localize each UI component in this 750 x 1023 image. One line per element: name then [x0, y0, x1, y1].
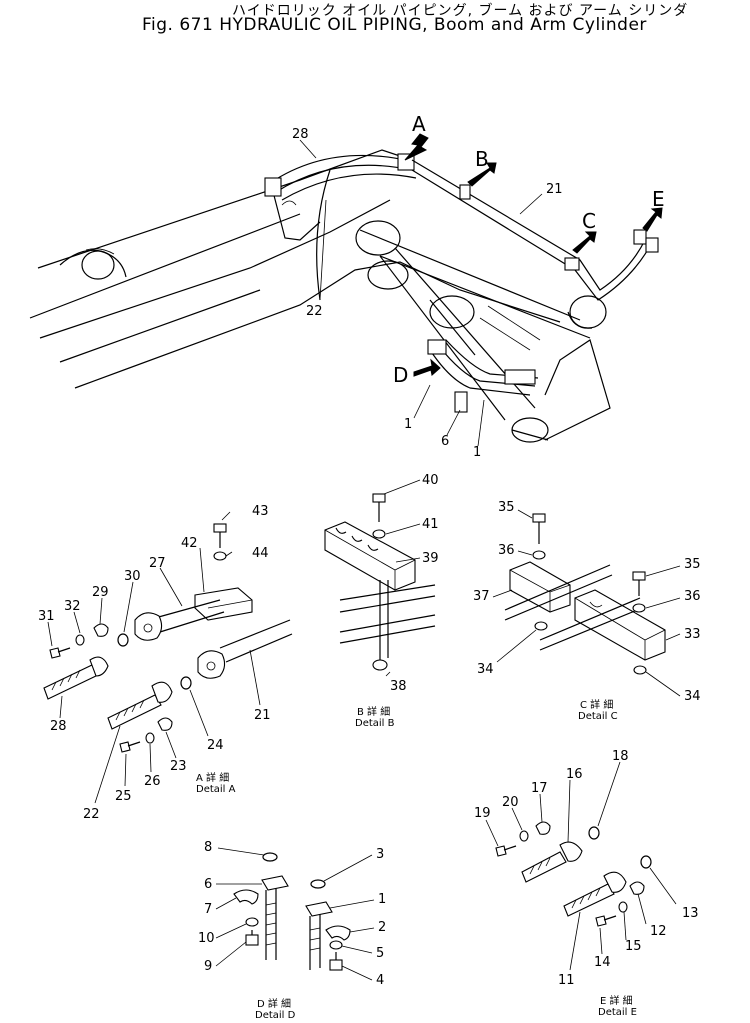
- figure-title: Fig. 671 HYDRAULIC OIL PIPING, Boom and …: [142, 15, 647, 35]
- detail-b-caption: Detail B: [355, 718, 395, 729]
- callout-12: 12: [650, 924, 667, 939]
- callout-17: 17: [531, 781, 548, 796]
- main-assembly: A B C D E 28 21 22 1 6 1: [29, 112, 665, 460]
- callout-3: 3: [376, 847, 384, 862]
- detail-d: 8 3 6 1 7 2 10 5 9 4 D 詳 細 Detail D: [198, 840, 386, 1021]
- callout-24: 24: [207, 738, 224, 753]
- callout-35-right: 35: [684, 557, 701, 572]
- callout-35-top: 35: [498, 500, 515, 515]
- pipe-22: [316, 169, 331, 301]
- callout-28-detail: 28: [50, 719, 67, 734]
- detail-c-caption: Detail C: [578, 711, 618, 722]
- callout-40: 40: [422, 473, 439, 488]
- detail-c-caption-jp: C 詳 細: [580, 698, 613, 711]
- detail-d-caption: Detail D: [255, 1010, 296, 1021]
- view-label-e: E: [652, 187, 665, 211]
- callout-34-left: 34: [477, 662, 494, 677]
- detail-b: 40 41 39 38 B 詳 細 Detail B: [324, 473, 439, 729]
- callout-18: 18: [612, 749, 629, 764]
- pipe-21: [411, 159, 659, 301]
- callout-25: 25: [115, 789, 132, 804]
- callout-39: 39: [422, 551, 439, 566]
- callout-34-right: 34: [684, 689, 701, 704]
- callout-5: 5: [376, 946, 384, 961]
- callout-36-right: 36: [684, 589, 701, 604]
- callout-38: 38: [390, 679, 407, 694]
- callout-42: 42: [181, 536, 198, 551]
- detail-d-caption-jp: D 詳 細: [257, 997, 291, 1010]
- boom-cylinder-piping: [427, 339, 539, 413]
- view-label-c: C: [582, 209, 596, 233]
- callout-23: 23: [170, 759, 187, 774]
- callout-1-detail: 1: [378, 892, 386, 907]
- callout-21-main: 21: [546, 182, 563, 197]
- detail-a-caption-jp: A 詳 細: [196, 771, 229, 784]
- callout-32: 32: [64, 599, 81, 614]
- callout-26: 26: [144, 774, 161, 789]
- callout-16: 16: [566, 767, 583, 782]
- hose-28: [264, 153, 417, 201]
- callout-27: 27: [149, 556, 166, 571]
- callout-10: 10: [198, 931, 215, 946]
- detail-b-caption-jp: B 詳 細: [357, 705, 390, 718]
- callout-43: 43: [252, 504, 269, 519]
- callout-20: 20: [502, 795, 519, 810]
- callout-2: 2: [378, 920, 386, 935]
- callout-22-main: 22: [306, 304, 323, 319]
- callout-9: 9: [204, 959, 212, 974]
- detail-e-caption: Detail E: [598, 1007, 637, 1018]
- callout-41: 41: [422, 517, 439, 532]
- detail-a: 43 44 42 27 30 29 32 31 28 22 25 26 23 2…: [38, 504, 293, 822]
- callout-8: 8: [204, 840, 212, 855]
- callout-37: 37: [473, 589, 490, 604]
- arm-cylinder: [355, 220, 607, 339]
- callout-36-top: 36: [498, 543, 515, 558]
- callout-15: 15: [625, 939, 642, 954]
- callout-14: 14: [594, 955, 611, 970]
- callout-31: 31: [38, 609, 55, 624]
- callout-22-detail: 22: [83, 807, 100, 822]
- boom-cylinder: [367, 247, 611, 443]
- callout-30: 30: [124, 569, 141, 584]
- callout-1-main-right: 1: [473, 445, 481, 460]
- detail-c: 35 36 37 35 36 33 34 34 C 詳 細 Detail C: [473, 500, 701, 722]
- view-label-a: A: [412, 112, 426, 136]
- callout-6-main: 6: [441, 434, 449, 449]
- callout-13: 13: [682, 906, 699, 921]
- callout-19: 19: [474, 806, 491, 821]
- detail-e: 18 17 16 20 19 13 12 15 14 11 E 詳 細 Deta…: [474, 749, 699, 1018]
- view-label-d: D: [393, 363, 408, 387]
- main-leader-lines: [299, 139, 543, 447]
- callout-29: 29: [92, 585, 109, 600]
- view-label-b: B: [475, 147, 489, 171]
- callout-4: 4: [376, 973, 384, 988]
- detail-e-caption-jp: E 詳 細: [600, 994, 633, 1007]
- callout-28-main: 28: [292, 127, 309, 142]
- callout-21-detail: 21: [254, 708, 271, 723]
- callout-1-main-left: 1: [404, 417, 412, 432]
- detail-a-caption: Detail A: [196, 784, 236, 795]
- callout-7: 7: [204, 902, 212, 917]
- callout-33: 33: [684, 627, 701, 642]
- title-japanese: ハイドロリック オイル パイピング, ブーム および アーム シリンダ: [232, 3, 689, 19]
- callout-11: 11: [558, 973, 575, 988]
- callout-44: 44: [252, 546, 269, 561]
- callout-6-detail: 6: [204, 877, 212, 892]
- boom-outline: [29, 149, 561, 389]
- view-arrows: [404, 133, 663, 377]
